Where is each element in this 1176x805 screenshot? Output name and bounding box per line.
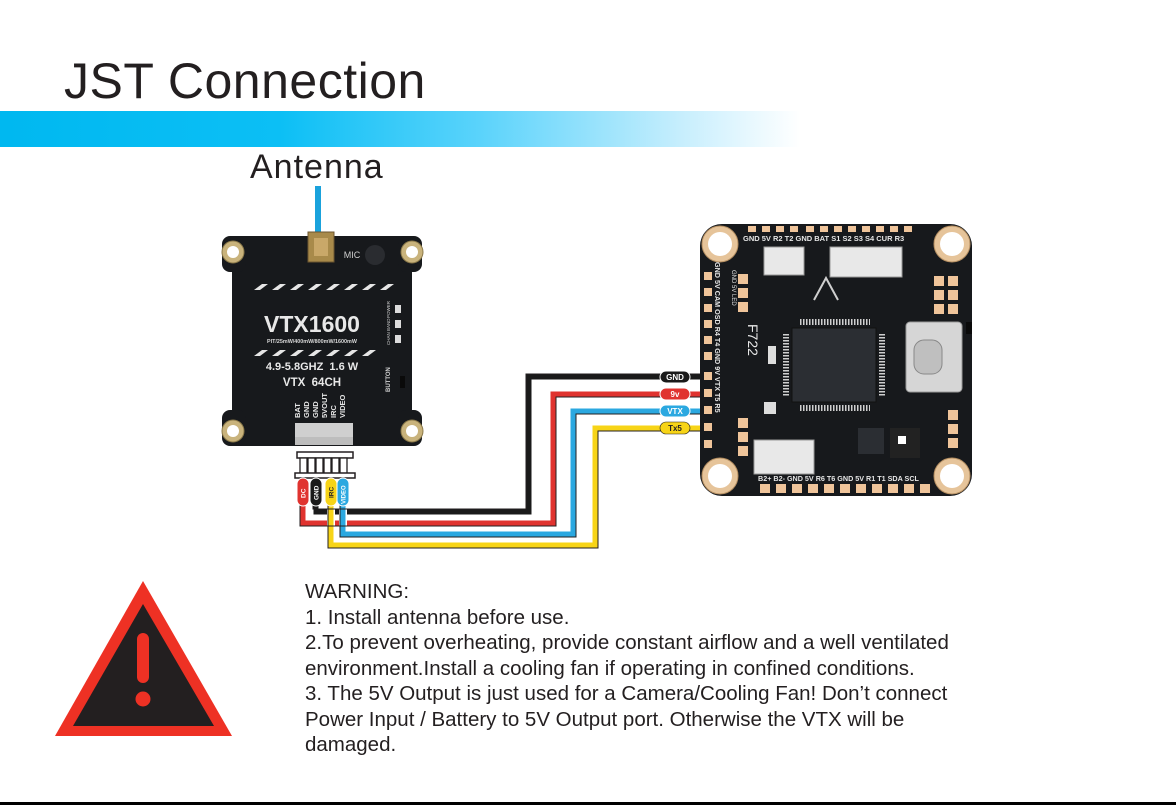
warning-line: damaged. bbox=[305, 733, 397, 756]
vtx-channels: VTX 64CH bbox=[283, 377, 341, 389]
status-leds bbox=[395, 305, 401, 343]
fc-tags bbox=[659, 370, 691, 435]
fc-side-led-label: GND 5V LED bbox=[730, 270, 736, 306]
fc-tag-label-vtx: VTX bbox=[667, 407, 683, 416]
mic-label: MIC bbox=[344, 250, 361, 260]
jst-header bbox=[763, 246, 805, 276]
vtx-board bbox=[221, 231, 424, 446]
tag-gnd bbox=[309, 477, 323, 507]
pin-label: IRC bbox=[329, 405, 338, 419]
wire-9v bbox=[300, 391, 720, 526]
tag-label-gnd: GND bbox=[314, 485, 321, 500]
jst-plug bbox=[294, 451, 356, 479]
fc-tag-label-gnd: GND bbox=[666, 373, 684, 382]
warning-line: 1. Install antenna before use. bbox=[305, 605, 570, 629]
pin-label: GND bbox=[302, 401, 311, 418]
led-label-chan: CHAN bbox=[386, 332, 391, 345]
tag-video bbox=[336, 477, 350, 507]
bottom-divider bbox=[0, 802, 1176, 805]
fc-tag-9v bbox=[659, 387, 691, 401]
wire-irc bbox=[328, 425, 720, 548]
fc-tag-tx5 bbox=[659, 421, 691, 435]
antenna-indicator-line bbox=[315, 186, 321, 232]
jst-header bbox=[829, 246, 903, 278]
button-label: BUTTON bbox=[386, 367, 392, 392]
title-accent-bar bbox=[0, 111, 800, 147]
fc-tag-gnd bbox=[659, 370, 691, 384]
pin-label: BAT bbox=[293, 403, 302, 418]
mcu-pins bbox=[783, 319, 885, 411]
vtx-power-levels: PIT/25mW/400mW/800mW/1600mW bbox=[267, 339, 358, 345]
button-icon bbox=[400, 376, 405, 388]
warning-line: environment.Install a cooling fan if ope… bbox=[305, 656, 915, 680]
fc-bottom-pads-label: B2+ B2- GND 5V R6 T6 GND 5V R1 T1 SDA SC… bbox=[758, 474, 920, 483]
tag-dc bbox=[296, 477, 310, 507]
fc-tag-label-9v: 9v bbox=[671, 390, 680, 399]
page-title: JST Connection bbox=[64, 53, 426, 109]
flight-controller-board bbox=[700, 224, 972, 496]
fc-tag-vtx bbox=[659, 404, 691, 418]
vtx-freq-power: 4.9-5.8GHZ 1.6 W bbox=[266, 361, 359, 373]
wire-video bbox=[340, 408, 720, 537]
tag-label-video: VIDEO bbox=[342, 485, 348, 504]
warning-heading: WARNING: bbox=[305, 580, 410, 603]
fc-tag-label-tx5: Tx5 bbox=[668, 424, 682, 433]
warning-line: 3. The 5V Output is just used for a Came… bbox=[305, 682, 948, 705]
pin-label: GND bbox=[311, 401, 320, 418]
vtx-model-label: VTX1600 bbox=[264, 311, 360, 337]
vtx-pin-labels: BAT GND GND 5VOUT IRC VIDEO bbox=[293, 393, 347, 418]
pin-label: 5VOUT bbox=[320, 393, 329, 418]
tag-label-irc: IRC bbox=[329, 487, 336, 499]
fc-model-label: F722 bbox=[745, 324, 761, 356]
led-label-power: POWER bbox=[386, 300, 391, 318]
pin-label: VIDEO bbox=[338, 394, 347, 418]
antenna-label: Antenna bbox=[250, 148, 384, 186]
fc-left-pads-label: GND 5V CAM OSD R4 T4 GND 9V VTX T5 R5 bbox=[713, 262, 722, 413]
mcu-chip bbox=[791, 327, 877, 403]
warning-text-block: WARNING: 1. Install antenna before use. … bbox=[305, 579, 1125, 758]
stripe-row bbox=[254, 284, 394, 356]
warning-line: Power Input / Battery to 5V Output port.… bbox=[305, 707, 905, 731]
tag-label-dc: DC bbox=[301, 488, 308, 498]
warning-triangle-icon bbox=[55, 581, 232, 736]
mic-icon bbox=[365, 245, 385, 265]
solder-pads bbox=[704, 226, 958, 493]
jst-header bbox=[753, 439, 815, 475]
warning-line: 2.To prevent overheating, provide consta… bbox=[305, 631, 949, 654]
connector-tags bbox=[296, 477, 350, 507]
logo-icon bbox=[813, 275, 839, 301]
fc-top-pads-label: GND 5V R2 T2 GND BAT S1 S2 S3 S4 CUR R3 bbox=[743, 234, 904, 243]
led-label-band: BAND bbox=[386, 318, 391, 331]
